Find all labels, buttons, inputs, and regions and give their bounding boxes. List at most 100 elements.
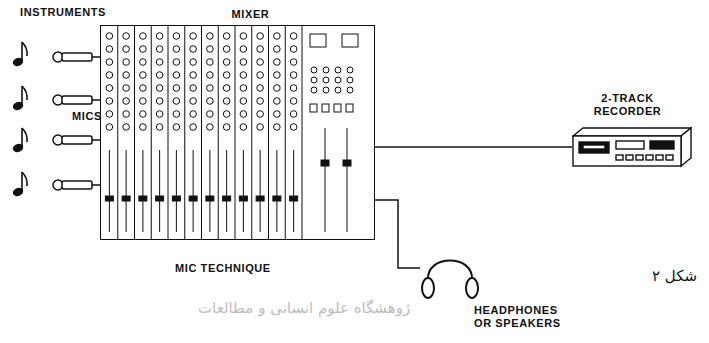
knob <box>207 98 214 105</box>
knob <box>223 46 230 53</box>
fader-slot <box>325 128 326 232</box>
knob <box>323 67 329 73</box>
button <box>334 104 341 112</box>
knob <box>240 85 247 92</box>
channel-divider <box>235 25 236 240</box>
knob <box>156 72 163 79</box>
channel-divider <box>302 25 303 240</box>
knob <box>274 98 281 105</box>
knob <box>311 67 317 73</box>
fader-slot <box>109 150 110 232</box>
knob <box>156 111 163 118</box>
mixer-controls <box>105 25 358 240</box>
knob <box>123 46 130 53</box>
fader-slot <box>347 128 348 232</box>
knob <box>190 59 197 66</box>
knob <box>207 46 214 53</box>
knob <box>173 98 180 105</box>
knob <box>123 33 130 40</box>
fader-cap <box>139 196 147 201</box>
knob <box>106 33 113 40</box>
fader-slot <box>260 150 261 232</box>
fader-cap <box>223 196 231 201</box>
knob <box>207 85 214 92</box>
channel-divider <box>184 25 185 240</box>
fader-slot <box>276 150 277 232</box>
knob <box>123 59 130 66</box>
knob <box>140 85 147 92</box>
knob <box>223 72 230 79</box>
fader-cap <box>172 196 180 201</box>
knob <box>106 111 113 118</box>
knob <box>290 124 297 131</box>
knob <box>123 124 130 131</box>
knob <box>173 59 180 66</box>
group-label: INSTRUMENTS <box>20 6 106 19</box>
fader-slot <box>209 150 210 232</box>
fader-slot <box>243 150 244 232</box>
knob <box>123 85 130 92</box>
fader-cap <box>273 196 281 201</box>
knob <box>207 72 214 79</box>
fader-slot <box>142 150 143 232</box>
knob <box>156 85 163 92</box>
fader-slot <box>193 150 194 232</box>
knob <box>274 59 281 66</box>
headphones-icon: HEADPHONES OR SPEAKERS <box>420 250 600 332</box>
knob <box>311 77 317 83</box>
knob <box>173 85 180 92</box>
channel-divider <box>268 25 269 240</box>
knob <box>140 111 147 118</box>
knob <box>240 111 247 118</box>
caption-label: MIC TECHNIQUE <box>175 262 271 275</box>
knob <box>106 72 113 79</box>
knob <box>156 46 163 53</box>
knob <box>311 87 317 93</box>
knob <box>240 33 247 40</box>
knob <box>123 98 130 105</box>
knob <box>347 87 353 93</box>
watermark: ژوهشگاه علوم انسانی و مطالعات <box>198 302 410 315</box>
knob <box>223 98 230 105</box>
knob <box>140 33 147 40</box>
button <box>346 104 353 112</box>
knob <box>173 124 180 131</box>
knob <box>123 111 130 118</box>
knob <box>323 87 329 93</box>
knob <box>257 111 264 118</box>
knob <box>156 59 163 66</box>
cable <box>375 146 572 148</box>
cable <box>375 200 420 268</box>
knob <box>190 33 197 40</box>
fader-slot <box>126 150 127 232</box>
button <box>310 104 317 112</box>
knob <box>335 67 341 73</box>
knob <box>223 59 230 66</box>
node-heading: HEADPHONES OR SPEAKERS <box>474 304 570 330</box>
fader-cap <box>189 196 197 201</box>
knob <box>290 46 297 53</box>
knob <box>207 33 214 40</box>
fader-cap <box>256 196 264 201</box>
knob <box>274 111 281 118</box>
knob <box>106 59 113 66</box>
fader-cap <box>156 196 164 201</box>
fader-cap <box>343 160 351 166</box>
knob <box>257 59 264 66</box>
knob <box>223 124 230 131</box>
channel-divider <box>201 25 202 240</box>
knob <box>347 77 353 83</box>
fader-cap <box>290 196 298 201</box>
node-heading: 2-TRACK RECORDER <box>586 92 670 118</box>
figure-number: شکل ۲ <box>652 270 697 283</box>
recorder-housing <box>572 126 692 168</box>
channel-divider <box>134 25 135 240</box>
meter <box>310 34 326 47</box>
knob <box>207 124 214 131</box>
knob <box>257 46 264 53</box>
fader-slot <box>159 150 160 232</box>
recorder-drawing <box>572 126 692 168</box>
knob <box>156 124 163 131</box>
knob <box>190 46 197 53</box>
